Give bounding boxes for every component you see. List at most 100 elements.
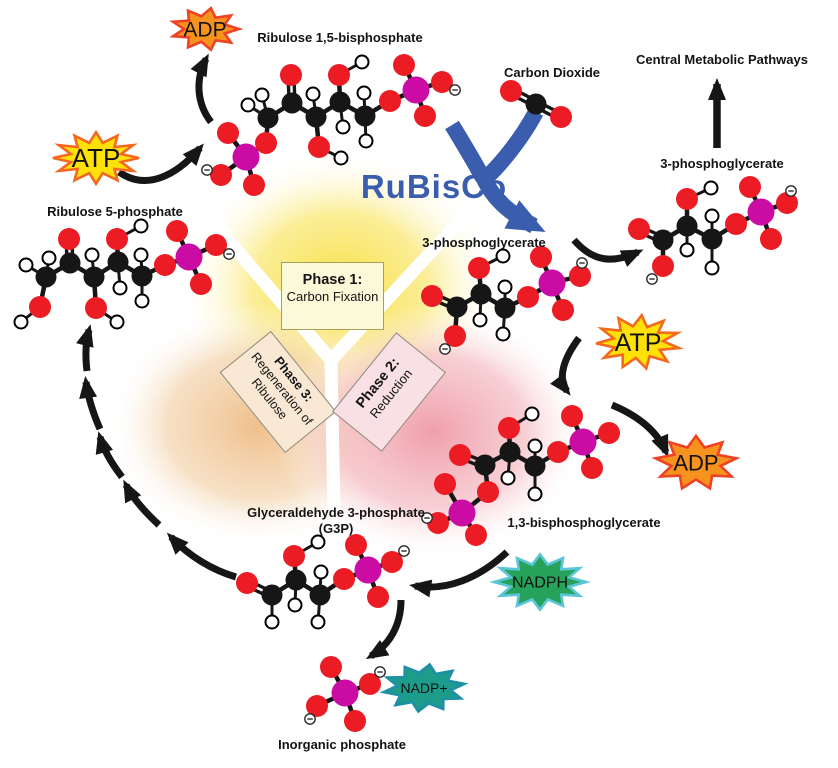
molecule-inorganic-phosphate: [304, 656, 386, 732]
nadp-plus-star-shape: [379, 662, 469, 714]
o-atom: [328, 64, 350, 86]
o-atom: [498, 417, 520, 439]
h-atom: [495, 326, 511, 342]
o-atom: [345, 534, 367, 556]
h-atom: [704, 260, 720, 276]
adp-top-star-shape: [169, 6, 244, 52]
o-atom: [725, 213, 747, 235]
p-atom: [232, 143, 260, 171]
label-g3p-line1: Glyceraldehyde 3-phosphate: [247, 505, 425, 520]
nadph-label: NADPH: [512, 575, 568, 592]
arrow-bpg-to-g3p: [409, 549, 510, 598]
p-atom: [402, 76, 430, 104]
o-atom: [154, 254, 176, 276]
o-atom: [477, 481, 499, 503]
adp-right-label: ADP: [673, 451, 718, 476]
c-atom: [285, 569, 307, 591]
molecule-3-phosphoglycerate-center: [421, 246, 591, 355]
h-atom: [472, 312, 488, 328]
phase-1-box: Phase 1: Carbon Fixation: [281, 262, 384, 330]
o-atom: [280, 64, 302, 86]
c-atom: [309, 584, 331, 606]
o-atom: [255, 132, 277, 154]
p-atom: [175, 243, 203, 271]
c-atom: [305, 106, 327, 128]
o-atom: [308, 136, 330, 158]
p-atom: [569, 428, 597, 456]
c-atom: [354, 105, 376, 127]
c-atom: [257, 107, 279, 129]
c-atom: [59, 252, 81, 274]
reaction-arrows: [76, 53, 726, 660]
o-atom: [421, 285, 443, 307]
p-atom: [538, 269, 566, 297]
molecule-3-phosphoglycerate-right: [628, 176, 798, 285]
negative-charge-icon: [439, 343, 451, 355]
c-atom: [35, 266, 57, 288]
o-atom: [414, 105, 436, 127]
arrow-g3p-to-pi: [365, 599, 405, 660]
h-atom: [264, 614, 280, 630]
p-atom: [448, 499, 476, 527]
c-atom: [676, 215, 698, 237]
adp-top-label: ADP: [183, 18, 226, 41]
h-atom: [356, 85, 372, 101]
label-3-phosphoglycerate-right: 3-phosphoglycerate: [660, 156, 784, 171]
h-atom: [133, 247, 149, 263]
c-atom: [446, 296, 468, 318]
h-atom: [527, 438, 543, 454]
molecule-carbon-dioxide: [500, 80, 572, 128]
atp-left-label: ATP: [72, 143, 121, 173]
c-atom: [525, 93, 547, 115]
negative-charge-icon: [304, 713, 316, 725]
h-atom: [287, 597, 303, 613]
starburst-atp-right: ATP: [595, 312, 685, 371]
atp-right-star-shape: [595, 312, 685, 371]
o-atom: [760, 228, 782, 250]
molecule-ribulose-15-bisphosphate: [201, 54, 461, 196]
arrow-atp-left-to-rubp: [116, 143, 204, 184]
phase-1-title: Phase 1:: [302, 272, 363, 288]
arrow-to-adp-top: [190, 53, 214, 125]
o-atom: [465, 524, 487, 546]
c-atom: [494, 297, 516, 319]
o-atom: [676, 188, 698, 210]
o-atom: [598, 422, 620, 444]
c-atom: [261, 584, 283, 606]
molecule-ribulose-5-phosphate: [13, 218, 235, 330]
nadph-star-shape: [489, 552, 591, 612]
o-atom: [393, 54, 415, 76]
o-atom: [190, 273, 212, 295]
h-atom: [524, 406, 540, 422]
h-atom: [41, 250, 57, 266]
o-atom: [85, 297, 107, 319]
o-atom: [547, 441, 569, 463]
arrow-regen-seg-5: [76, 324, 94, 372]
h-atom: [313, 564, 329, 580]
c-atom: [329, 91, 351, 113]
label-inorganic-phosphate: Inorganic phosphate: [278, 737, 406, 752]
arrow-regen-seg-4: [79, 376, 104, 431]
negative-charge-icon: [646, 273, 658, 285]
o-atom: [581, 457, 603, 479]
negative-charge-icon: [398, 545, 410, 557]
c-atom: [474, 454, 496, 476]
label-ribulose-5-phosphate: Ribulose 5-phosphate: [47, 204, 183, 219]
molecule-glyceraldehyde-3-phosphate: [236, 534, 410, 630]
p-atom: [747, 198, 775, 226]
c-atom: [470, 283, 492, 305]
o-atom: [243, 174, 265, 196]
phase-1-subtitle: Carbon Fixation: [286, 289, 379, 305]
c-atom: [524, 455, 546, 477]
o-atom: [739, 176, 761, 198]
o-atom: [431, 71, 453, 93]
molecule-structures: [13, 54, 798, 732]
h-atom: [495, 248, 511, 264]
c-atom: [131, 265, 153, 287]
arrow-regen-seg-3: [95, 431, 125, 480]
label-g3p-line2: (G3P): [318, 521, 354, 536]
o-atom: [320, 656, 342, 678]
o-atom: [468, 257, 490, 279]
